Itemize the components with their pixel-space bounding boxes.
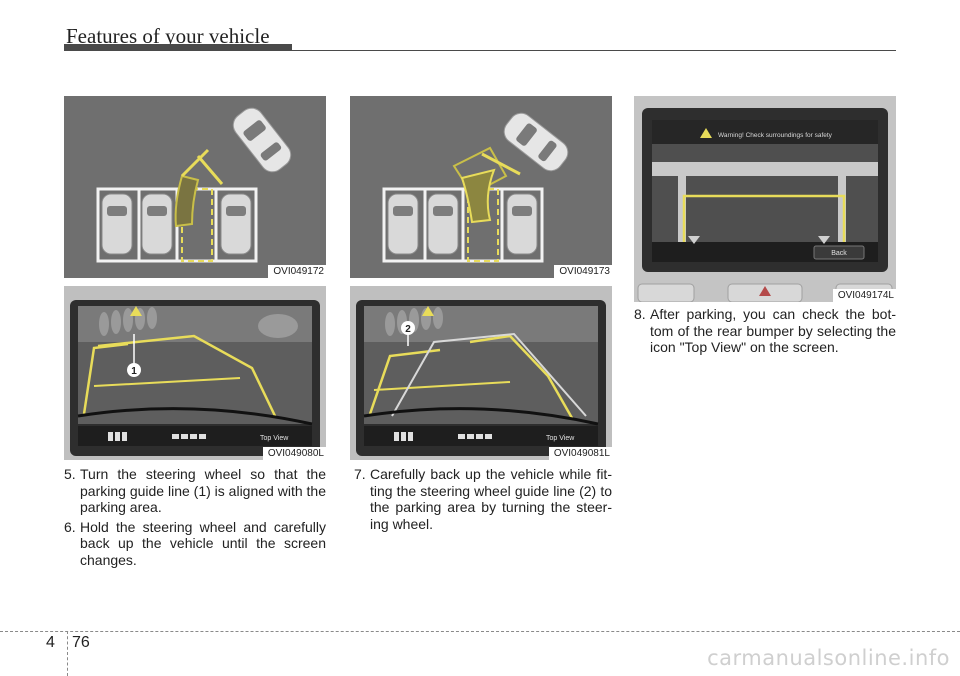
- step-text: Carefully back up the vehicle while fit-…: [370, 466, 612, 532]
- section-number: 4: [46, 634, 55, 651]
- instruction-step-7: 7. Carefully back up the vehicle while f…: [354, 466, 612, 532]
- parking-diagram-icon: [350, 96, 612, 278]
- footer-dashed-divider: [67, 631, 68, 676]
- figure-camera-display-1: 1 Top View OVI049080L: [64, 286, 326, 460]
- middle-column-text: 7. Carefully back up the vehicle while f…: [354, 466, 612, 535]
- step-text: Turn the steering wheel so that the park…: [80, 466, 326, 515]
- figure-top-view-display: Warning! Check surroundings for safety B…: [634, 96, 896, 302]
- right-column-text: 8. After parking, you can check the bot-…: [634, 306, 896, 359]
- top-view-display-icon: Warning! Check surroundings for safety B…: [634, 96, 896, 302]
- step-number: 7.: [354, 466, 366, 482]
- figure-code: OVI049080L: [262, 447, 326, 460]
- figure-code: OVI049173: [554, 265, 612, 278]
- header-rule-thick: [64, 44, 292, 51]
- header-rule-thin: [292, 50, 896, 51]
- step-number: 5.: [64, 466, 76, 482]
- step-number: 8.: [634, 306, 646, 322]
- footer-dashed-rule: [0, 631, 960, 632]
- parking-diagram-icon: [64, 96, 326, 278]
- page-number: 76: [72, 634, 90, 651]
- rear-camera-display-icon: 2 Top View: [350, 286, 612, 460]
- callout-number-1: 1: [131, 366, 137, 377]
- figure-code: OVI049172: [268, 265, 326, 278]
- instruction-step-5: 5. Turn the steering wheel so that the p…: [64, 466, 326, 516]
- top-view-button-label: Top View: [546, 435, 575, 442]
- rear-camera-display-icon: 1 Top View: [64, 286, 326, 460]
- instruction-step-6: 6. Hold the steering wheel and carefully…: [64, 519, 326, 569]
- figure-camera-display-2: 2 Top View OVI049081L: [350, 286, 612, 460]
- left-column-text: 5. Turn the steering wheel so that the p…: [64, 466, 326, 571]
- figure-code: OVI049174L: [832, 289, 896, 302]
- warning-message: Warning! Check surroundings for safety: [718, 132, 833, 139]
- step-text: After parking, you can check the bot-tom…: [650, 306, 896, 355]
- step-text: Hold the steering wheel and carefully ba…: [80, 518, 326, 568]
- figure-code: OVI049081L: [548, 447, 612, 460]
- callout-number-2: 2: [405, 324, 411, 335]
- top-view-button-label: Top View: [260, 435, 289, 442]
- figure-parking-diagram-1: OVI049172: [64, 96, 326, 278]
- site-watermark: carmanualsonline.info: [707, 646, 950, 670]
- figure-parking-diagram-2: OVI049173: [350, 96, 612, 278]
- step-number: 6.: [64, 518, 76, 535]
- instruction-step-8: 8. After parking, you can check the bot-…: [634, 306, 896, 356]
- back-button-label: Back: [831, 250, 847, 257]
